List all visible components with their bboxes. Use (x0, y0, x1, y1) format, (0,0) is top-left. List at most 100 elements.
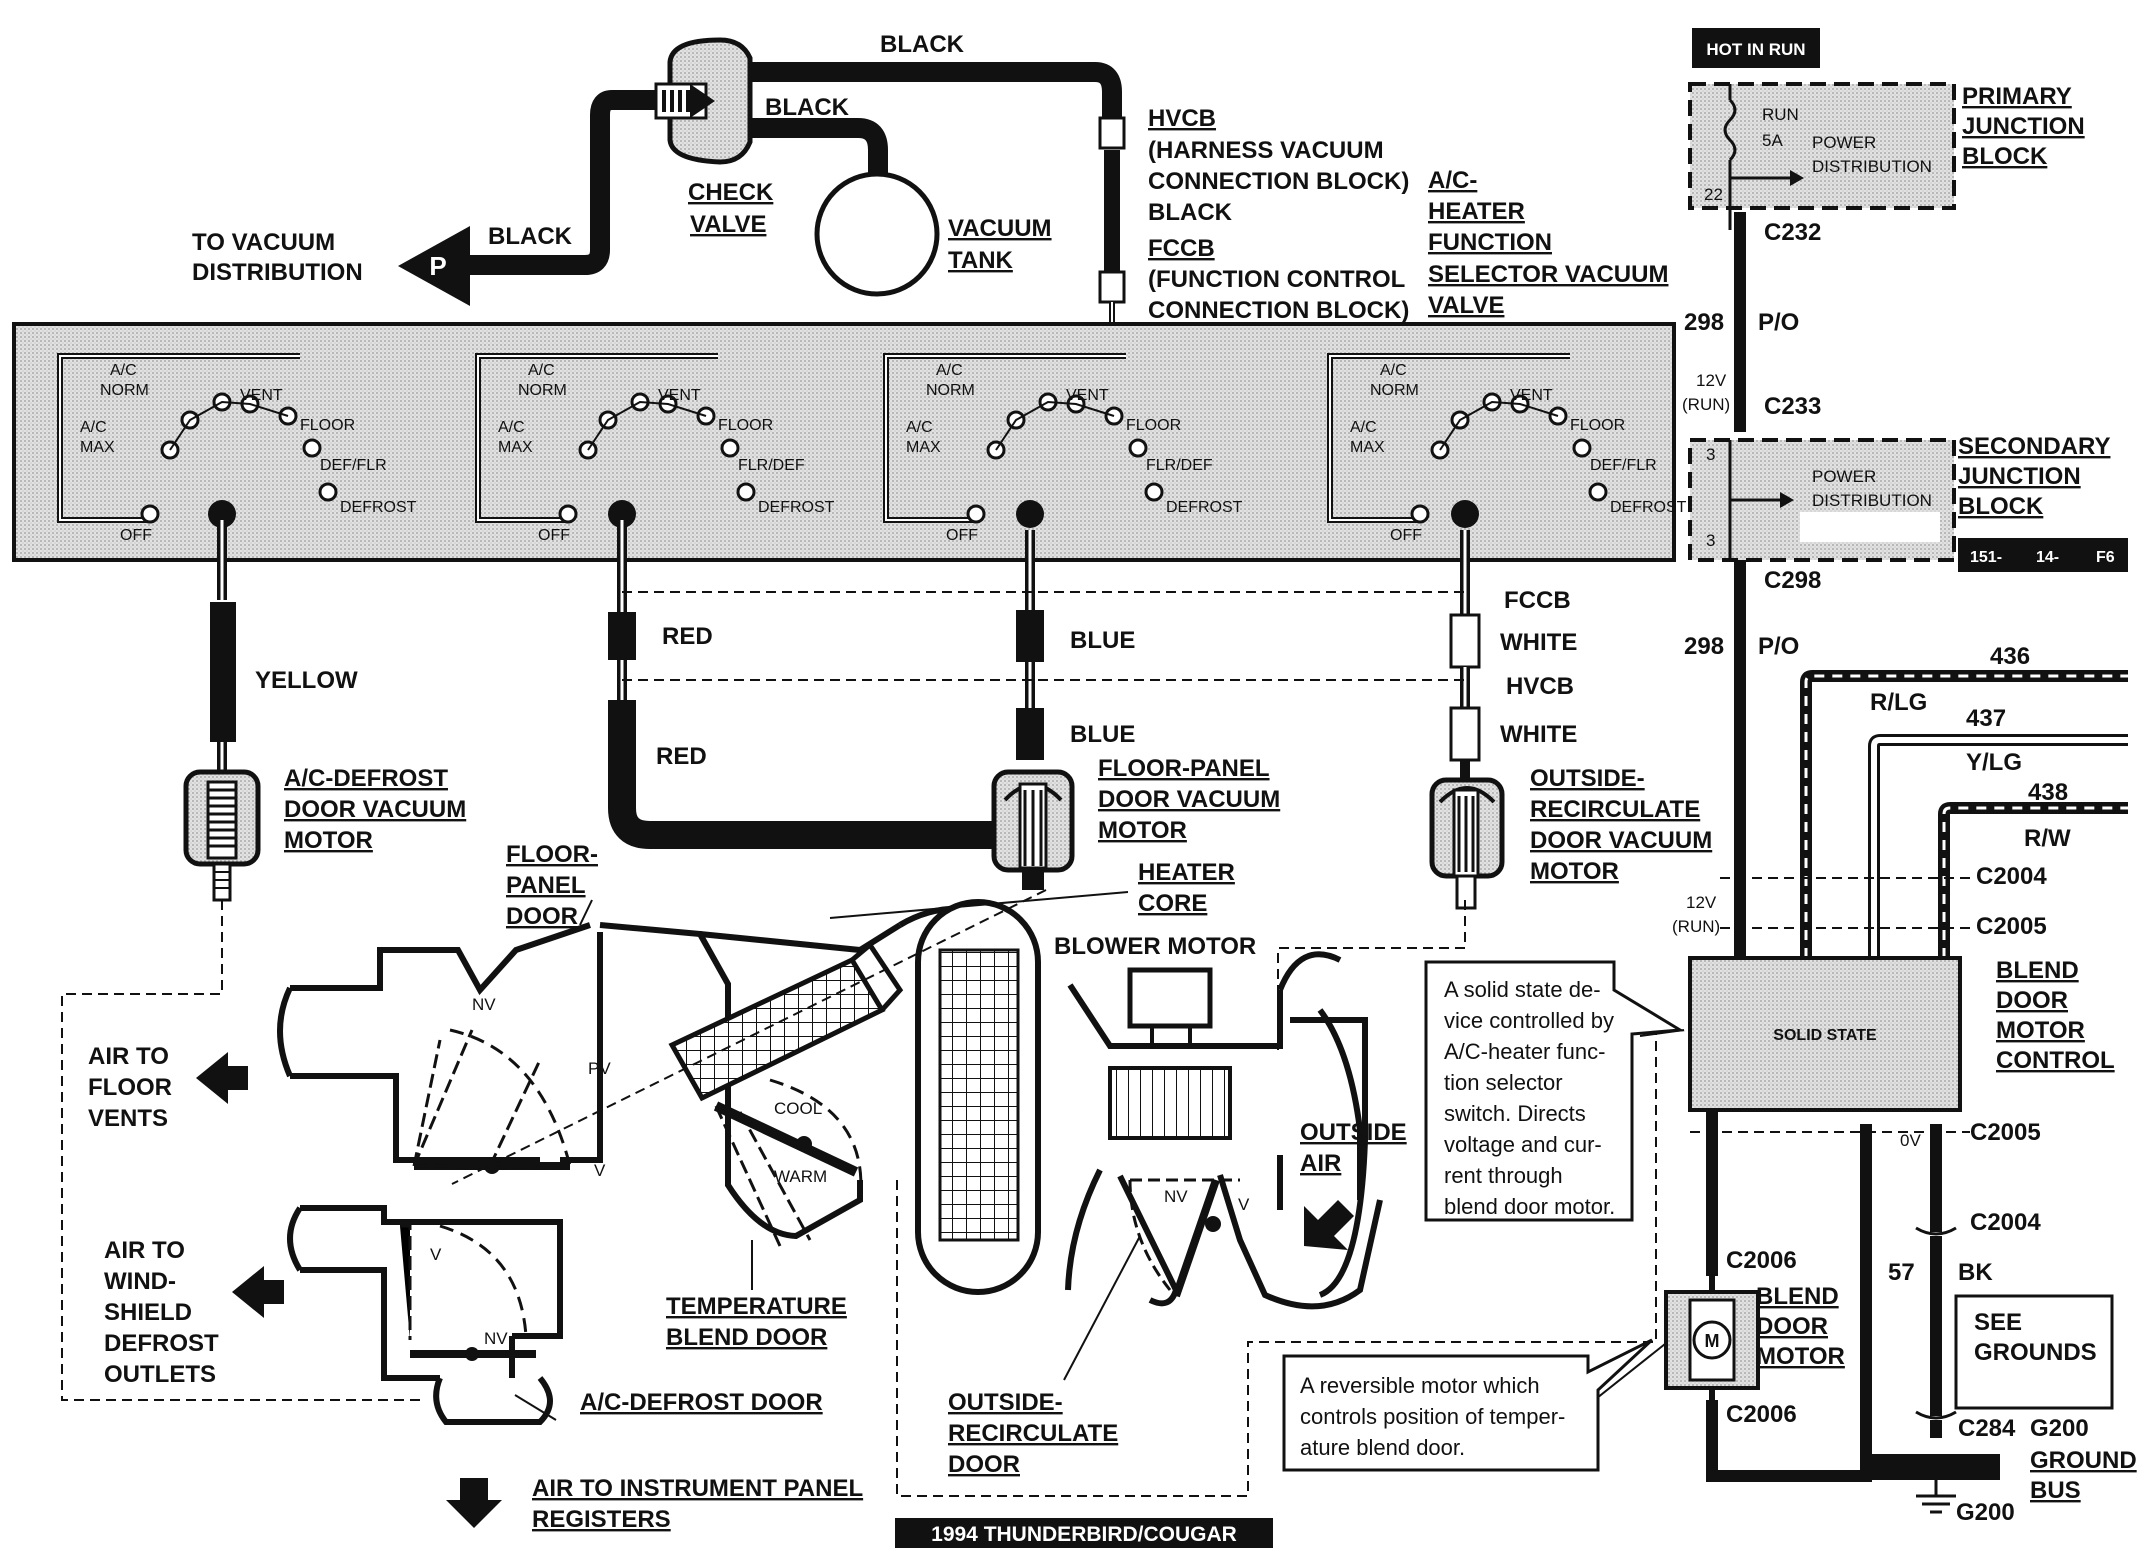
label-primary-2: JUNCTION (1962, 113, 2085, 140)
label-outside-air-1: OUTSIDE (1300, 1119, 1407, 1146)
label-air-ws-3: SHIELD (104, 1299, 192, 1326)
label-bdmc-3: MOTOR (1996, 1017, 2085, 1044)
label-ac-max: MAX (80, 439, 115, 456)
label-rlg: R/LG (1870, 689, 1927, 716)
port-icon (1572, 438, 1592, 458)
label-off: OFF (120, 527, 152, 544)
label-defrost: DEFROST (1166, 499, 1243, 516)
port-icon (302, 438, 322, 458)
callout-reversible-text: A reversible motor which controls positi… (1300, 1370, 1565, 1463)
label-pd1-1: POWER (1812, 133, 1876, 152)
label-fuse: 5A (1762, 131, 1783, 150)
label-off: OFF (538, 527, 570, 544)
label-blue-1: BLUE (1070, 627, 1135, 654)
label-acd-motor-2: DOOR VACUUM (284, 796, 466, 823)
label-ac-max: A/C (906, 419, 933, 436)
callout-ss-line: A solid state de- (1444, 977, 1601, 1002)
label-bdm-3: MOTOR (1756, 1343, 1845, 1370)
label-floor: FLOOR (1126, 417, 1181, 434)
electrical-section: HOT IN RUN RUN 5A POWER DISTRIBUTION 22 … (1664, 28, 2137, 1526)
vacuum-hoses (210, 520, 1481, 849)
label-check-valve-2: VALVE (690, 211, 766, 238)
label-air-panel-2: REGISTERS (532, 1506, 671, 1533)
callout-solid-state-box (1424, 960, 1685, 1222)
label-ac-max: A/C (80, 419, 107, 436)
label-primary-1: PRIMARY (1962, 83, 2072, 110)
label-c2005a: C2005 (1976, 913, 2047, 940)
label-black-left: BLACK (488, 223, 573, 250)
label-pin3b: 3 (1706, 531, 1715, 550)
label-g200a: G200 (2030, 1415, 2089, 1442)
output-fitting-icon (1016, 500, 1044, 528)
label-ac-max: MAX (1350, 439, 1385, 456)
label-fpd-1: FLOOR- (506, 841, 598, 868)
check-valve-icon (654, 37, 753, 165)
label-c2006a: C2006 (1726, 1247, 1797, 1274)
callout-ss-line: rent through (1444, 1163, 1563, 1188)
callout-rev-line: ature blend door. (1300, 1435, 1466, 1460)
label-ac-max: MAX (498, 439, 533, 456)
port-icon (558, 504, 578, 524)
label-floor: FLOOR (718, 417, 773, 434)
label-vacuum-tank-1: VACUUM (948, 215, 1052, 242)
label-c298: C298 (1764, 567, 1821, 594)
outside-recirc-vacuum-motor-icon (1429, 777, 1505, 910)
label-black-mid: BLACK (765, 94, 850, 121)
port-icon (720, 438, 740, 458)
label-air-floor-3: VENTS (88, 1105, 168, 1132)
hot-in-run-badge (1692, 28, 1820, 68)
footer-badge (895, 1518, 1273, 1548)
label-warm: WARM (774, 1167, 827, 1186)
label-blue-2: BLUE (1070, 721, 1135, 748)
label-pd2-2: DISTRIBUTION (1812, 491, 1932, 510)
label-vent: VENT (658, 387, 701, 404)
label-black-top: BLACK (880, 31, 965, 58)
label-white-1: WHITE (1500, 629, 1577, 656)
dashed-linkages (61, 889, 1657, 1497)
p-letter: P (429, 251, 446, 281)
label-ac-norm: NORM (926, 382, 975, 399)
output-fitting-icon (208, 500, 236, 528)
label-fccb-1: FCCB (1148, 235, 1215, 262)
label-temp-blend-1: TEMPERATURE (666, 1293, 847, 1320)
label-bdmc-2: DOOR (1996, 987, 2068, 1014)
label-motor-m: M (1705, 1331, 1720, 1351)
label-pin22: 22 (1704, 185, 1723, 204)
plenum-housing (277, 905, 1383, 1425)
label-defrost: DEFROST (340, 499, 417, 516)
label-selector-1: A/C- (1428, 167, 1477, 194)
label-heater-core-2: CORE (1138, 890, 1207, 917)
label-ac-norm: A/C (528, 362, 555, 379)
label-ac-norm: NORM (1370, 382, 1419, 399)
label-see-grounds-1: SEE (1974, 1309, 2022, 1336)
label-ref-3: F6 (2096, 549, 2115, 566)
label-v-1: V (594, 1161, 606, 1180)
label-air-floor-1: AIR TO (88, 1043, 169, 1070)
label-white-2: WHITE (1500, 721, 1577, 748)
label-vent: VENT (1510, 387, 1553, 404)
label-defrost: DEFROST (1610, 499, 1687, 516)
label-or-door-3: DOOR (948, 1451, 1020, 1478)
label-ac-norm: A/C (1380, 362, 1407, 379)
label-nv-2: NV (484, 1329, 508, 1348)
label-12v-b-1: 12V (1686, 893, 1717, 912)
port-icon (1588, 482, 1608, 502)
label-selector-5: VALVE (1428, 292, 1504, 319)
vacuum-tank-icon (814, 171, 940, 297)
label-v-2: V (430, 1245, 442, 1264)
label-or-door-1: OUTSIDE- (948, 1389, 1063, 1416)
motor-labels: A/C-DEFROST DOOR VACUUM MOTOR FLOOR-PANE… (284, 755, 1712, 885)
label-pv: PV (588, 1059, 611, 1078)
port-icon (1410, 504, 1430, 524)
port-icon (1128, 438, 1148, 458)
label-fccb: FCCB (1504, 587, 1571, 614)
air-floor-arrow-icon (196, 1052, 248, 1104)
label-57: 57 (1888, 1259, 1915, 1286)
vacuum-source: P (398, 37, 1126, 362)
label-selector-4: SELECTOR VACUUM (1428, 261, 1668, 288)
valve-channel (59, 355, 300, 500)
selector-valve-panel (12, 322, 1676, 562)
label-hvcb-4: BLACK (1148, 199, 1233, 226)
callout-ss-line: tion selector (1444, 1070, 1563, 1095)
label-g200b: G200 (1956, 1499, 2015, 1526)
